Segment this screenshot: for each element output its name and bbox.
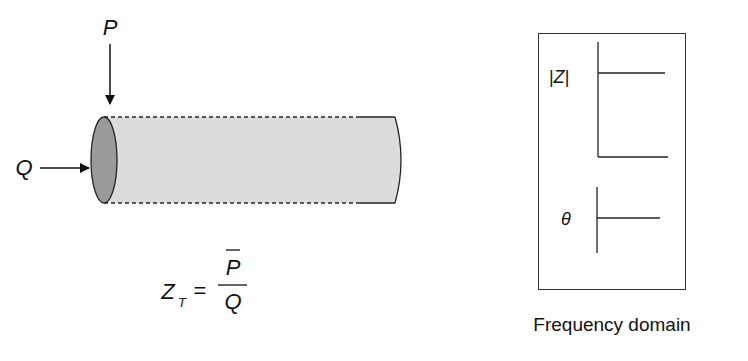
tube-body — [104, 117, 401, 203]
overbar — [226, 249, 240, 250]
plot-line — [598, 72, 665, 73]
pressure-arrow — [109, 44, 111, 104]
plot-axis — [596, 187, 597, 253]
formula-operator: = — [194, 280, 207, 302]
tube-inlet — [91, 117, 117, 203]
flow-label: Q — [15, 157, 32, 179]
flow-arrow — [40, 167, 89, 169]
plot-panel: |Z|θFrequency domain — [538, 33, 686, 290]
magnitude-label: |Z| — [549, 68, 569, 86]
tube-edge-dashed — [104, 202, 360, 203]
phase-label: θ — [561, 210, 571, 228]
fraction-bar — [218, 284, 247, 285]
formula-symbol: Z — [161, 281, 174, 303]
formula-denominator: Q — [224, 291, 241, 313]
plot-axis — [597, 42, 598, 157]
tube-edge — [360, 116, 395, 117]
tube-end — [395, 117, 401, 203]
plot-line — [597, 217, 660, 218]
tube-edge — [360, 202, 395, 203]
caption-label: Frequency domain — [533, 315, 690, 334]
formula-subscript: T — [178, 296, 186, 309]
plot-line — [598, 156, 668, 157]
formula-numerator: P — [226, 257, 241, 279]
pressure-label: P — [103, 17, 118, 39]
tube-edge-dashed — [104, 116, 360, 117]
